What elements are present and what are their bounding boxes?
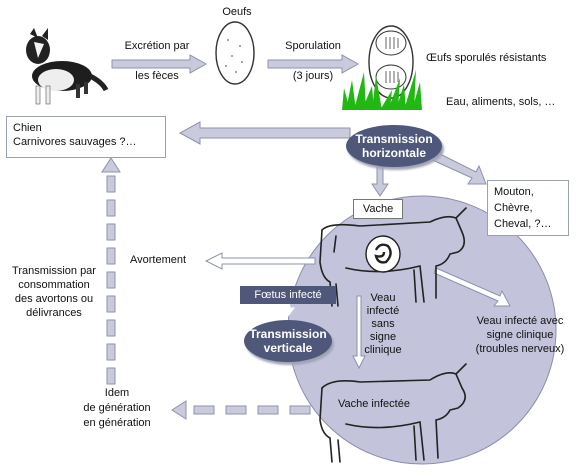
arrow-consommation — [101, 157, 121, 385]
vache-infectee-label: Vache infectée — [338, 398, 410, 410]
sporulation-label-2: (3 jours) — [292, 70, 334, 82]
vache-label: Vache — [353, 199, 403, 219]
veau-avec-line-1: Veau infecté avec — [476, 315, 564, 327]
veau-avec-line-3: (troubles nerveux) — [475, 343, 565, 355]
sporulation-label-1: Sporulation — [285, 40, 341, 52]
consommation-line-4: délivrances — [26, 307, 82, 319]
other-host-line-2: Chèvre, — [494, 202, 533, 214]
arrow-veau-clinique — [433, 267, 511, 307]
foetus-label: Fœtus infecté — [240, 286, 336, 304]
grass-icon — [342, 70, 422, 110]
calf-icon — [365, 235, 401, 273]
arrow-to-host — [178, 121, 351, 145]
arrow-generation — [171, 400, 311, 420]
dog-illustration — [26, 28, 109, 105]
oeufs-label: Oeufs — [222, 6, 252, 18]
veau-sans-line-1: Veau — [370, 292, 396, 304]
excretion-label-2: les fèces — [135, 70, 179, 82]
consommation-line-2: consommation — [18, 279, 90, 291]
consommation-line-1: Transmission par — [12, 265, 96, 277]
oeufs-sporules-label: Œufs sporulés résistants — [426, 52, 547, 64]
idem-label: Idem de génération en génération — [72, 386, 162, 431]
arrow-excretion — [111, 54, 208, 74]
host-line-2: Carnivores sauvages ?… — [13, 136, 137, 148]
arrow-sporulation — [267, 54, 360, 74]
arrow-to-other-hosts — [427, 149, 487, 185]
other-host-line-3: Cheval, ?… — [494, 218, 552, 230]
horizontale-line-1: Transmission — [355, 132, 433, 146]
veau-sans-line-5: clinique — [364, 344, 402, 356]
cow-outline-bottom — [319, 363, 467, 463]
idem-line-1: Idem — [104, 387, 130, 399]
arrow-to-vache — [371, 166, 389, 197]
other-host-line-1: Mouton, — [494, 186, 534, 198]
other-hosts-box: Mouton, Chèvre, Cheval, ?… — [487, 180, 569, 236]
verticale-line-2: verticale — [263, 341, 313, 355]
eau-label: Eau, aliments, sols, … — [446, 96, 556, 108]
veau-sans-line-4: signe — [369, 331, 397, 343]
avortement-label: Avortement — [130, 254, 187, 266]
consommation-label: Transmission par consommation des avorto… — [2, 264, 106, 320]
idem-line-2: de génération — [83, 402, 151, 414]
egg-icon — [215, 21, 255, 85]
veau-avec-line-2: signe clinique — [486, 329, 554, 341]
arrow-avortement — [204, 252, 316, 270]
idem-line-3: en génération — [83, 417, 151, 429]
host-box: Chien Carnivores sauvages ?… — [6, 116, 166, 158]
consommation-line-3: des avortons ou — [14, 293, 94, 305]
cow-outline-top — [319, 207, 467, 307]
transmission-horizontale-oval: Transmission horizontale — [346, 125, 442, 167]
veau-sans-line-2: infecté — [366, 305, 400, 317]
verticale-line-1: Transmission — [249, 327, 327, 341]
excretion-label-1: Excrétion par — [124, 40, 190, 52]
veau-avec-signe-label: Veau infecté avec signe clinique (troubl… — [468, 314, 572, 356]
horizontale-line-2: horizontale — [361, 146, 426, 160]
host-line-1: Chien — [13, 122, 42, 134]
arrow-veau-to-vache — [352, 295, 366, 370]
veau-sans-line-3: sans — [371, 318, 395, 330]
veau-sans-signe-label: Veau infecté sans signe clinique — [356, 292, 410, 357]
transmission-verticale-oval: Transmission verticale — [244, 320, 332, 362]
